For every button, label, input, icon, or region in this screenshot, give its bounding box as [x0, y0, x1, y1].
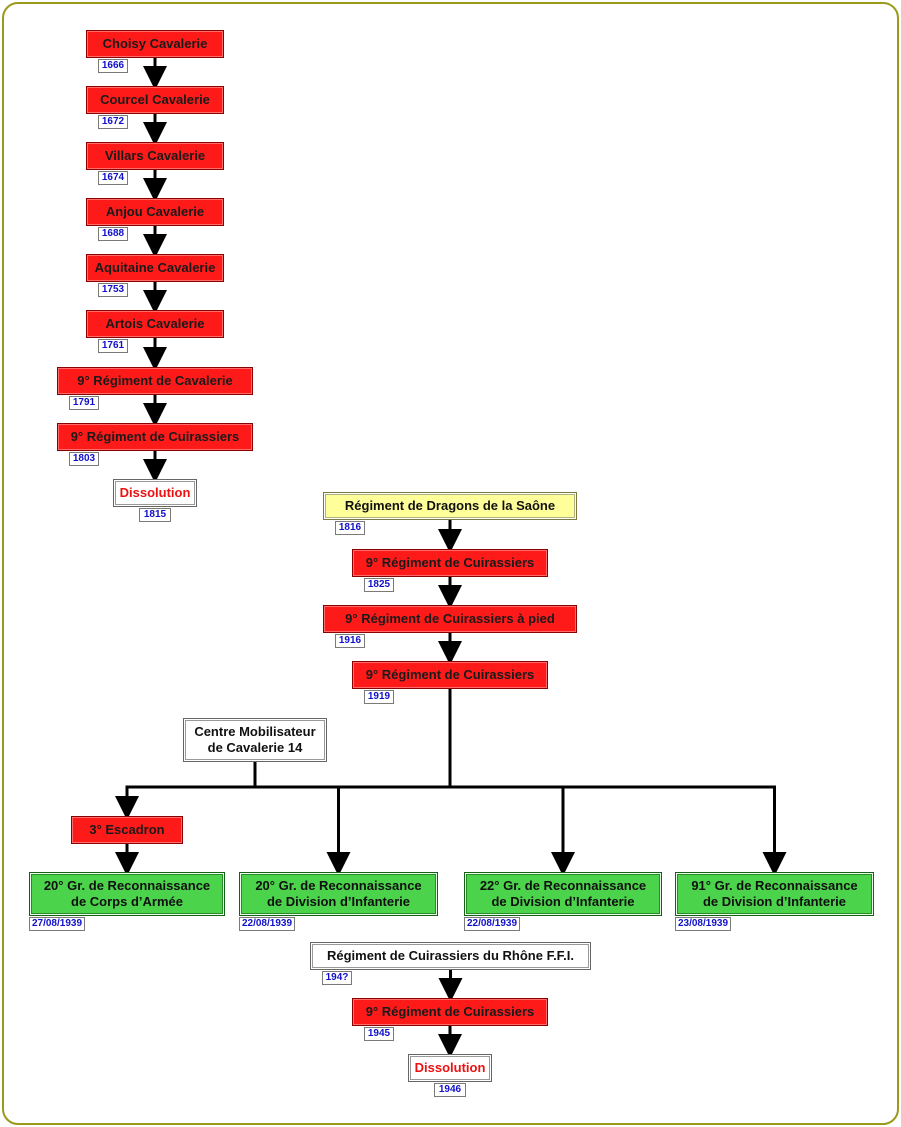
date-badge-diss1: 1815 [139, 508, 171, 522]
unit-node-cuir9c: 9° Régiment de Cuirassiers [352, 661, 548, 689]
unit-label: Aquitaine Cavalerie [94, 260, 216, 275]
date-badge-cuir9b: 1825 [364, 578, 394, 592]
unit-label: Dissolution [119, 485, 191, 500]
unit-node-cuirpied: 9° Régiment de Cuirassiers à pied [323, 605, 577, 633]
date-badge-gr91di: 23/08/1939 [675, 917, 731, 931]
unit-label: 3° Escadron [89, 822, 165, 837]
edge-cuir9c-to-gr22di [448, 689, 575, 876]
date-badge-choisy: 1666 [98, 59, 128, 73]
unit-label: Artois Cavalerie [105, 316, 205, 331]
unit-node-dragons: Régiment de Dragons de la Saône [323, 492, 577, 520]
unit-node-esc3: 3° Escadron [71, 816, 183, 844]
date-badge-courcel: 1672 [98, 115, 128, 129]
date-badge-cav9: 1791 [69, 396, 99, 410]
date-badge-gr20ca: 27/08/1939 [29, 917, 85, 931]
unit-node-gr91di: 91° Gr. de Reconnaissance de Division d’… [675, 872, 874, 916]
unit-node-cuir9b: 9° Régiment de Cuirassiers [352, 549, 548, 577]
unit-node-aquitaine: Aquitaine Cavalerie [86, 254, 224, 282]
unit-label: Choisy Cavalerie [102, 36, 208, 51]
unit-node-diss1: Dissolution [113, 479, 197, 507]
unit-node-cmc14: Centre Mobilisateur de Cavalerie 14 [183, 718, 327, 762]
date-badge-cuir9d: 1945 [364, 1027, 394, 1041]
unit-label: 9° Régiment de Cuirassiers [365, 555, 535, 570]
unit-label: Villars Cavalerie [104, 148, 206, 163]
unit-label: 20° Gr. de Reconnaissance de Division d’… [255, 878, 422, 909]
date-badge-villars: 1674 [98, 171, 128, 185]
date-badge-diss2: 1946 [434, 1083, 466, 1097]
unit-label: 9° Régiment de Cavalerie [77, 373, 233, 388]
unit-label: 20° Gr. de Reconnaissance de Corps d’Arm… [43, 878, 211, 909]
unit-node-rhone: Régiment de Cuirassiers du Rhône F.F.I. [310, 942, 591, 970]
unit-node-anjou: Anjou Cavalerie [86, 198, 224, 226]
unit-node-cuir9a: 9° Régiment de Cuirassiers [57, 423, 253, 451]
unit-label: Centre Mobilisateur de Cavalerie 14 [194, 724, 316, 755]
date-badge-aquitaine: 1753 [98, 283, 128, 297]
date-badge-rhone: 194? [322, 971, 352, 985]
unit-label: Régiment de Cuirassiers du Rhône F.F.I. [326, 948, 575, 963]
unit-label: 91° Gr. de Reconnaissance de Division d’… [691, 878, 858, 909]
edge-cuir9c-to-gr20di [326, 689, 452, 876]
unit-label: Régiment de Dragons de la Saône [344, 498, 556, 513]
date-badge-cuir9a: 1803 [69, 452, 99, 466]
date-badge-gr20di: 22/08/1939 [239, 917, 295, 931]
date-badge-dragons: 1816 [335, 521, 365, 535]
unit-label: 9° Régiment de Cuirassiers [365, 667, 535, 682]
unit-node-choisy: Choisy Cavalerie [86, 30, 224, 58]
unit-label: 9° Régiment de Cuirassiers à pied [345, 611, 555, 626]
unit-node-gr20ca: 20° Gr. de Reconnaissance de Corps d’Arm… [29, 872, 225, 916]
date-badge-cuirpied: 1916 [335, 634, 365, 648]
unit-label: Dissolution [414, 1060, 486, 1075]
unit-label: Anjou Cavalerie [105, 204, 205, 219]
unit-node-artois: Artois Cavalerie [86, 310, 224, 338]
date-badge-cuir9c: 1919 [364, 690, 394, 704]
unit-node-cav9: 9° Régiment de Cavalerie [57, 367, 253, 395]
unit-node-villars: Villars Cavalerie [86, 142, 224, 170]
unit-node-gr20di: 20° Gr. de Reconnaissance de Division d’… [239, 872, 438, 916]
date-badge-artois: 1761 [98, 339, 128, 353]
unit-node-gr22di: 22° Gr. de Reconnaissance de Division d’… [464, 872, 662, 916]
date-badge-anjou: 1688 [98, 227, 128, 241]
date-badge-gr22di: 22/08/1939 [464, 917, 520, 931]
edge-cuir9c-to-gr91di [448, 689, 787, 876]
unit-node-cuir9d: 9° Régiment de Cuirassiers [352, 998, 548, 1026]
unit-node-diss2: Dissolution [408, 1054, 492, 1082]
unit-label: 22° Gr. de Reconnaissance de Division d’… [479, 878, 647, 909]
unit-label: Courcel Cavalerie [100, 92, 210, 107]
unit-label: 9° Régiment de Cuirassiers [365, 1004, 535, 1019]
unit-node-courcel: Courcel Cavalerie [86, 86, 224, 114]
unit-label: 9° Régiment de Cuirassiers [70, 429, 240, 444]
